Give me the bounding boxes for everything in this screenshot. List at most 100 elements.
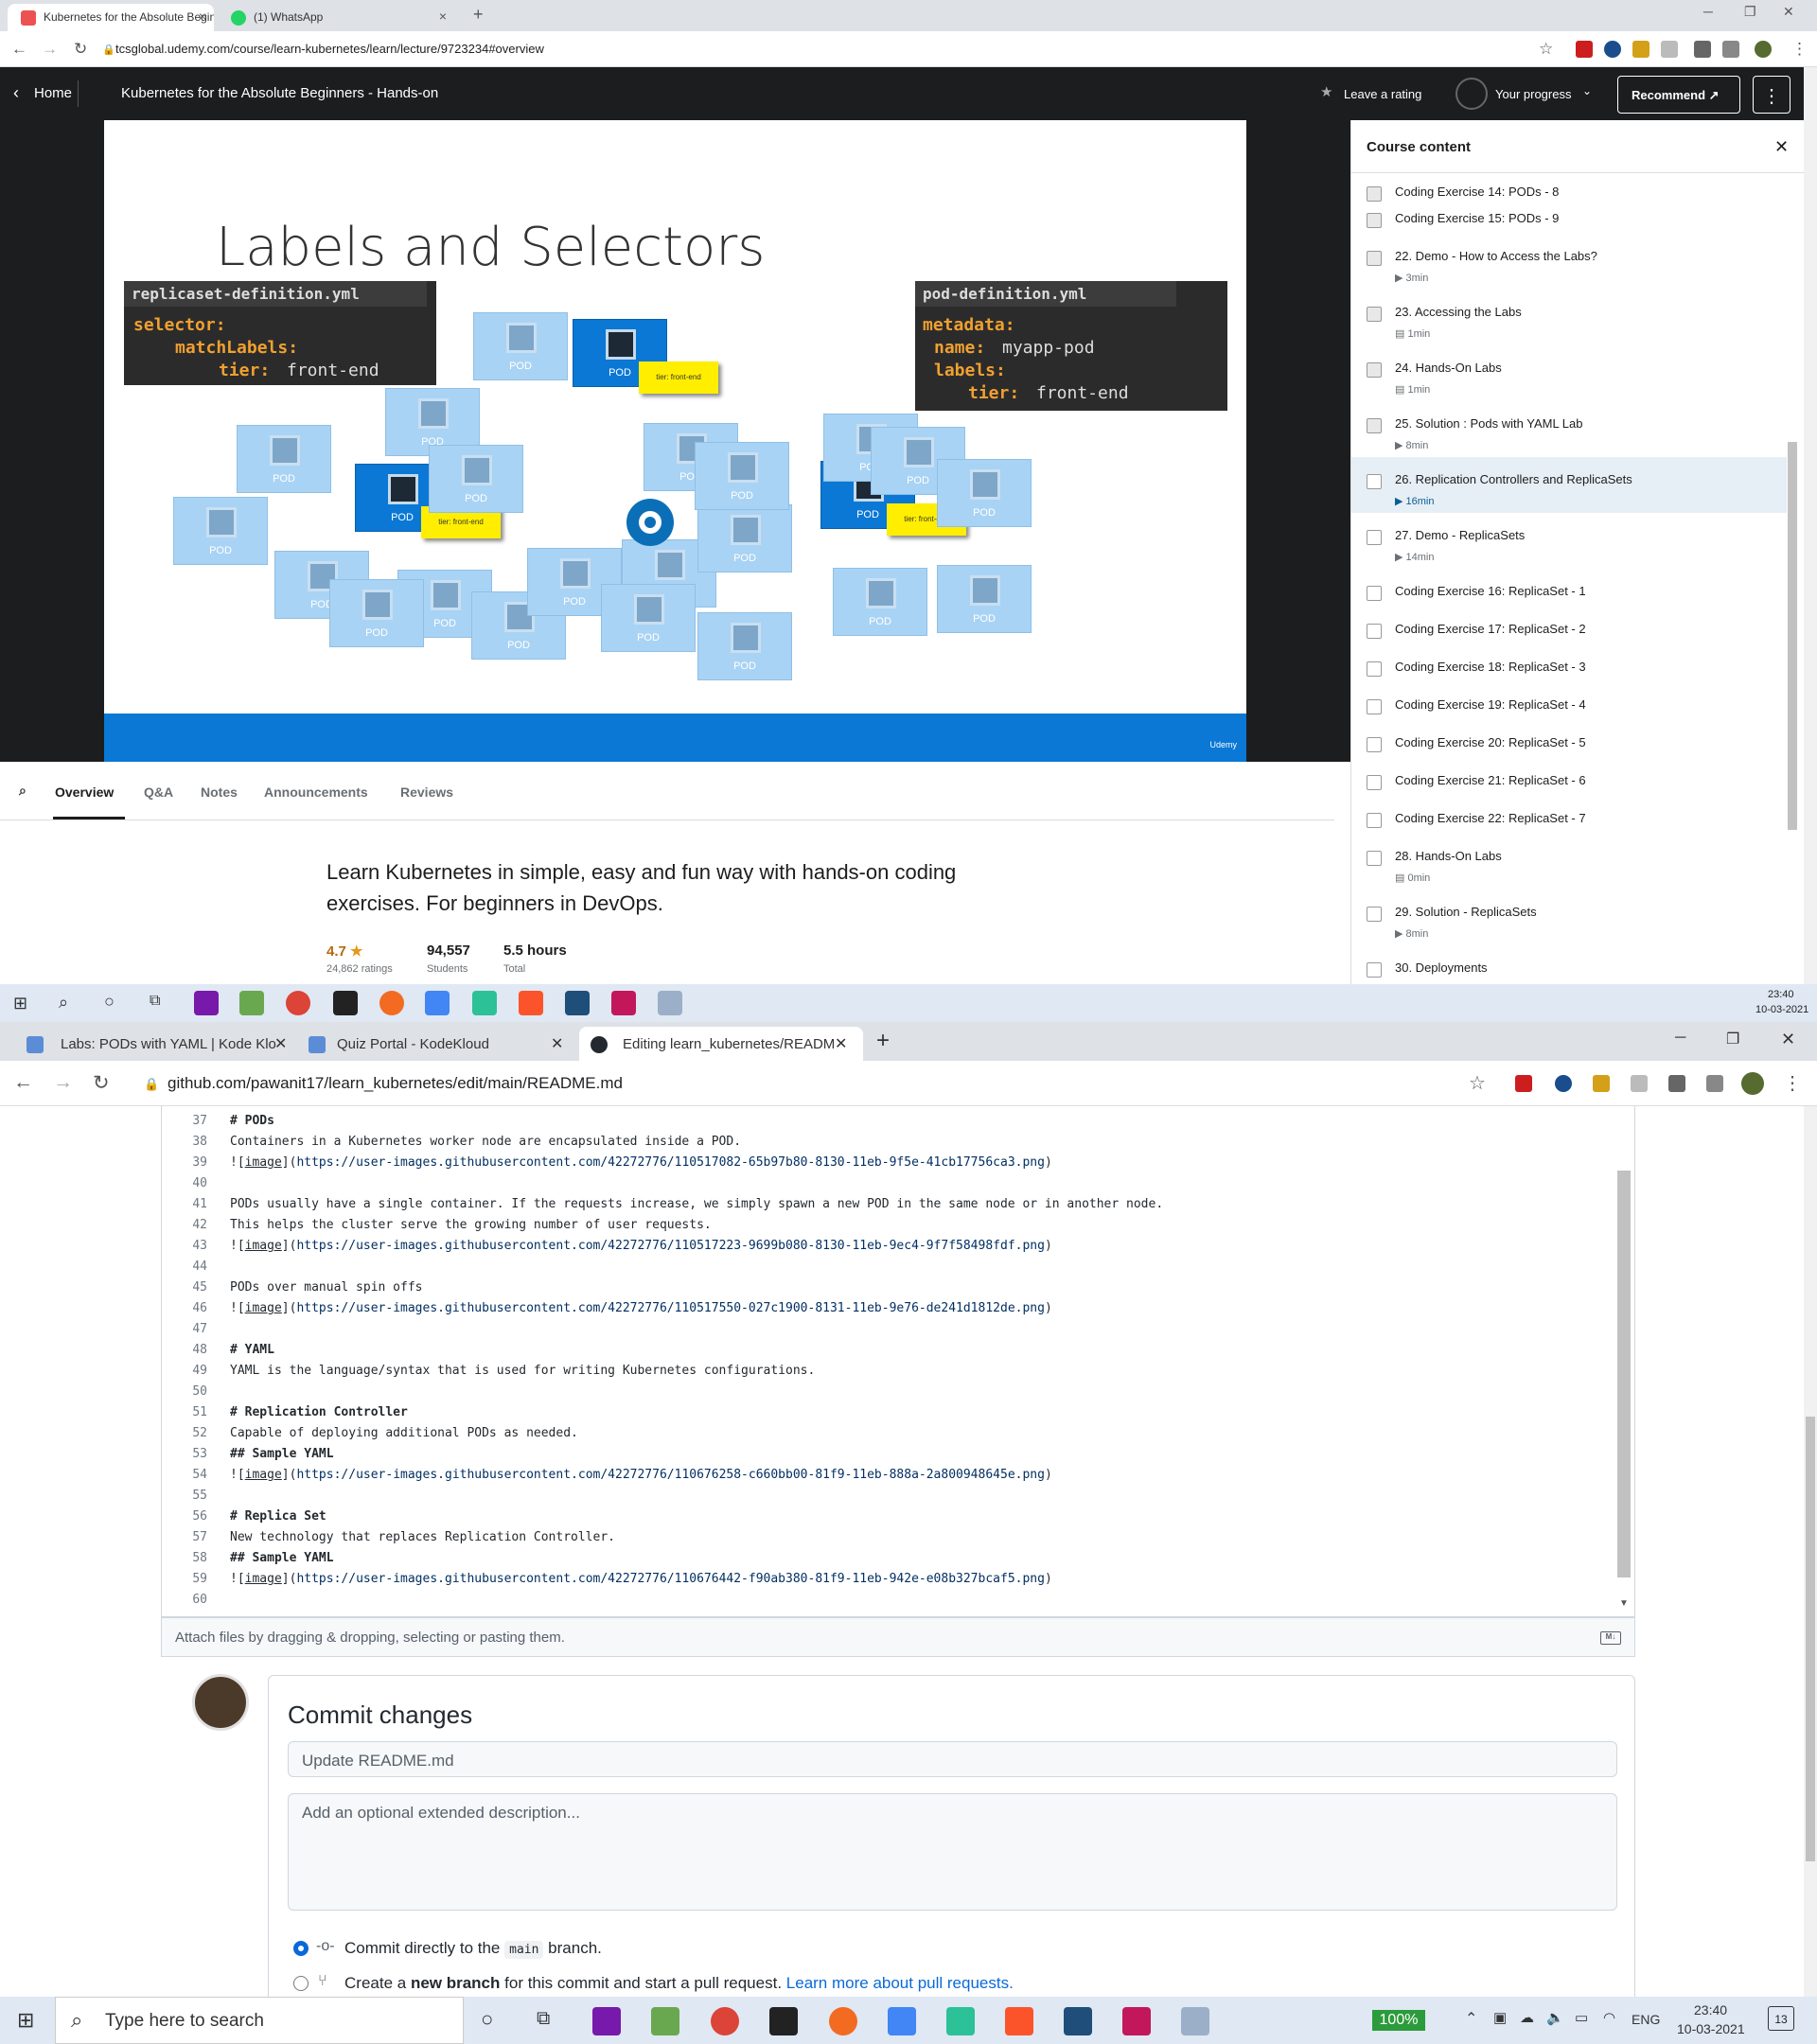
app-icon[interactable]	[888, 2007, 916, 2035]
task-view-icon[interactable]: ⧉	[537, 2008, 551, 2029]
new-tab-button[interactable]: +	[473, 5, 484, 24]
sidebar-item-lecture[interactable]: Coding Exercise 20: ReplicaSet - 5	[1351, 720, 1787, 758]
sidebar-item-lecture[interactable]: 29. Solution - ReplicaSets▶ 8min	[1351, 890, 1787, 945]
sidebar-item-lecture[interactable]: 27. Demo - ReplicaSets▶ 14min	[1351, 513, 1787, 569]
playlist-icon[interactable]	[1706, 1075, 1723, 1092]
sidebar-item-lecture[interactable]: 26. Replication Controllers and ReplicaS…	[1351, 457, 1787, 513]
task-view-icon[interactable]: ⧉	[150, 993, 161, 1009]
back-icon[interactable]: ←	[13, 1071, 33, 1093]
puzzle-icon[interactable]	[1668, 1075, 1685, 1092]
acrobat-icon[interactable]	[1515, 1075, 1532, 1092]
checkbox[interactable]	[1367, 851, 1382, 866]
checkbox[interactable]	[1367, 186, 1382, 202]
chevron-left-icon[interactable]: ‹	[13, 83, 19, 102]
sidebar-item-lecture[interactable]: Coding Exercise 18: ReplicaSet - 3	[1351, 644, 1787, 682]
chrome-icon[interactable]	[711, 2007, 739, 2035]
chrome-icon[interactable]	[286, 991, 310, 1015]
notification-icon[interactable]: 13	[1768, 2006, 1794, 2031]
sidebar-item-lecture[interactable]: 23. Accessing the Labs▤ 1min	[1351, 290, 1787, 345]
scroll-down-icon[interactable]: ▼	[1619, 1598, 1629, 1609]
app-icon[interactable]	[565, 991, 590, 1015]
sidebar-item-lecture[interactable]: 25. Solution : Pods with YAML Lab▶ 8min	[1351, 401, 1787, 457]
restore-icon[interactable]: ❐	[1726, 1031, 1740, 1048]
reload-icon[interactable]: ↻	[74, 40, 88, 58]
close-icon[interactable]: ×	[198, 9, 206, 24]
avatar[interactable]	[1741, 1072, 1764, 1095]
back-icon[interactable]: ←	[11, 40, 27, 58]
tab-udemy-course[interactable]: Kubernetes for the Absolute Beginners - …	[8, 4, 214, 31]
your-progress-button[interactable]: Your progress	[1495, 87, 1572, 101]
app-icon[interactable]	[472, 991, 497, 1015]
star-icon[interactable]: ☆	[1469, 1073, 1486, 1094]
tab-github-edit[interactable]: Editing learn_kubernetes/READM ✕	[579, 1027, 863, 1061]
checkbox[interactable]	[1367, 907, 1382, 922]
app-icon[interactable]	[946, 2007, 975, 2035]
url-text[interactable]: github.com/pawanit17/learn_kubernetes/ed…	[168, 1074, 623, 1092]
cloud-icon[interactable]: ☁	[1520, 2010, 1534, 2026]
checkbox[interactable]	[1367, 775, 1382, 790]
sidebar-item-lecture[interactable]: 22. Demo - How to Access the Labs?▶ 3min	[1351, 234, 1787, 290]
menu-icon[interactable]: ⋮	[1783, 1073, 1802, 1094]
sidebar-item-lecture[interactable]: 30. Deployments	[1351, 945, 1787, 983]
acrobat-icon[interactable]	[1576, 41, 1593, 58]
page-scrollbar-thumb[interactable]	[1806, 1417, 1815, 1861]
learn-more-link[interactable]: Learn more about pull requests.	[785, 1974, 1014, 1992]
battery-icon[interactable]: ▭	[1575, 2010, 1589, 2026]
restore-icon[interactable]: ❐	[1744, 4, 1756, 19]
brave-icon[interactable]	[1005, 2007, 1033, 2035]
extension-icon[interactable]	[1604, 41, 1621, 58]
postman-icon[interactable]	[379, 991, 404, 1015]
sidebar-item-lecture[interactable]: Coding Exercise 15: PODs - 9	[1351, 196, 1787, 234]
mx-icon[interactable]	[769, 2007, 798, 2035]
checkbox[interactable]	[1367, 962, 1382, 978]
checkbox[interactable]	[1367, 251, 1382, 266]
onenote-icon[interactable]	[592, 2007, 621, 2035]
checkbox[interactable]	[1367, 699, 1382, 714]
app-icon[interactable]	[658, 991, 682, 1015]
sidebar-item-lecture[interactable]: Coding Exercise 17: ReplicaSet - 2	[1351, 607, 1787, 644]
extension-icon[interactable]	[1555, 1075, 1572, 1092]
tab-kodekloud-labs[interactable]: Labs: PODs with YAML | Kode Klo ✕	[8, 1027, 295, 1061]
leave-rating-link[interactable]: Leave a rating	[1344, 87, 1422, 101]
puzzle-icon[interactable]	[1694, 41, 1711, 58]
shield-icon[interactable]	[1661, 41, 1678, 58]
sidebar-item-lecture[interactable]: Coding Exercise 22: ReplicaSet - 7	[1351, 796, 1787, 834]
sidebar-item-lecture[interactable]: Coding Exercise 21: ReplicaSet - 6	[1351, 758, 1787, 796]
brave-icon[interactable]	[519, 991, 543, 1015]
sidebar-item-lecture[interactable]: Coding Exercise 19: ReplicaSet - 4	[1351, 682, 1787, 720]
mx-icon[interactable]	[333, 991, 358, 1015]
volume-icon[interactable]: 🔈	[1546, 2010, 1564, 2026]
app-icon[interactable]	[425, 991, 450, 1015]
tab-quiz-portal[interactable]: Quiz Portal - KodeKloud ✕	[295, 1027, 579, 1061]
checkbox[interactable]	[1367, 307, 1382, 322]
checkbox[interactable]	[1367, 213, 1382, 228]
search-icon[interactable]: ⌕	[19, 783, 26, 798]
minimize-icon[interactable]: ─	[1703, 4, 1713, 19]
app-icon[interactable]	[611, 991, 636, 1015]
checkbox[interactable]	[1367, 362, 1382, 378]
shield-icon[interactable]	[1631, 1075, 1648, 1092]
clock-date[interactable]: 10-03-2021	[1677, 2021, 1745, 2036]
tab-announcements[interactable]: Announcements	[264, 784, 368, 800]
editor-scrollbar[interactable]	[1617, 1171, 1631, 1577]
postman-icon[interactable]	[829, 2007, 857, 2035]
tab-whatsapp[interactable]: (1) WhatsApp ×	[218, 4, 454, 31]
sidebar-item-lecture[interactable]: 28. Hands-On Labs▤ 0min	[1351, 834, 1787, 890]
search-icon[interactable]: ⌕	[59, 993, 69, 1012]
forward-icon[interactable]: →	[42, 40, 58, 58]
course-title[interactable]: Kubernetes for the Absolute Beginners - …	[121, 85, 439, 101]
app-icon[interactable]	[1064, 2007, 1092, 2035]
video-player[interactable]: Labels and Selectors replicaset-definiti…	[0, 120, 1350, 762]
app-icon[interactable]	[651, 2007, 679, 2035]
extension-icon[interactable]	[1632, 41, 1649, 58]
commit-direct-radio[interactable]	[293, 1941, 309, 1956]
minimize-icon[interactable]: ─	[1675, 1030, 1686, 1046]
checkbox[interactable]	[1367, 530, 1382, 545]
playlist-icon[interactable]	[1722, 41, 1739, 58]
close-icon[interactable]: ×	[438, 9, 447, 24]
recommend-button[interactable]: Recommend ↗	[1617, 76, 1740, 114]
app-icon[interactable]	[1181, 2007, 1209, 2035]
commit-summary-input[interactable]: Update README.md	[288, 1741, 1617, 1777]
reload-icon[interactable]: ↻	[93, 1072, 110, 1094]
star-icon[interactable]: ☆	[1539, 40, 1554, 58]
